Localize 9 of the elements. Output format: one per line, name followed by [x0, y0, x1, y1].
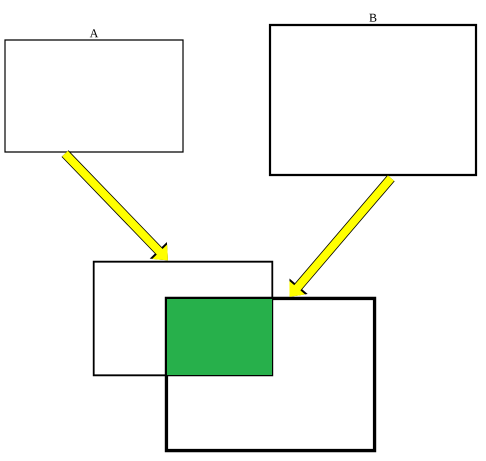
rectangle: B — [268, 14, 478, 176]
overlap-region — [167, 299, 272, 375]
arrow — [289, 174, 395, 297]
arrow — [62, 150, 168, 260]
rectangle — [166, 298, 376, 452]
rectangle — [93, 261, 273, 376]
node-label: A — [90, 29, 98, 38]
node-label: B — [369, 14, 376, 22]
rectangle: A — [4, 29, 184, 153]
